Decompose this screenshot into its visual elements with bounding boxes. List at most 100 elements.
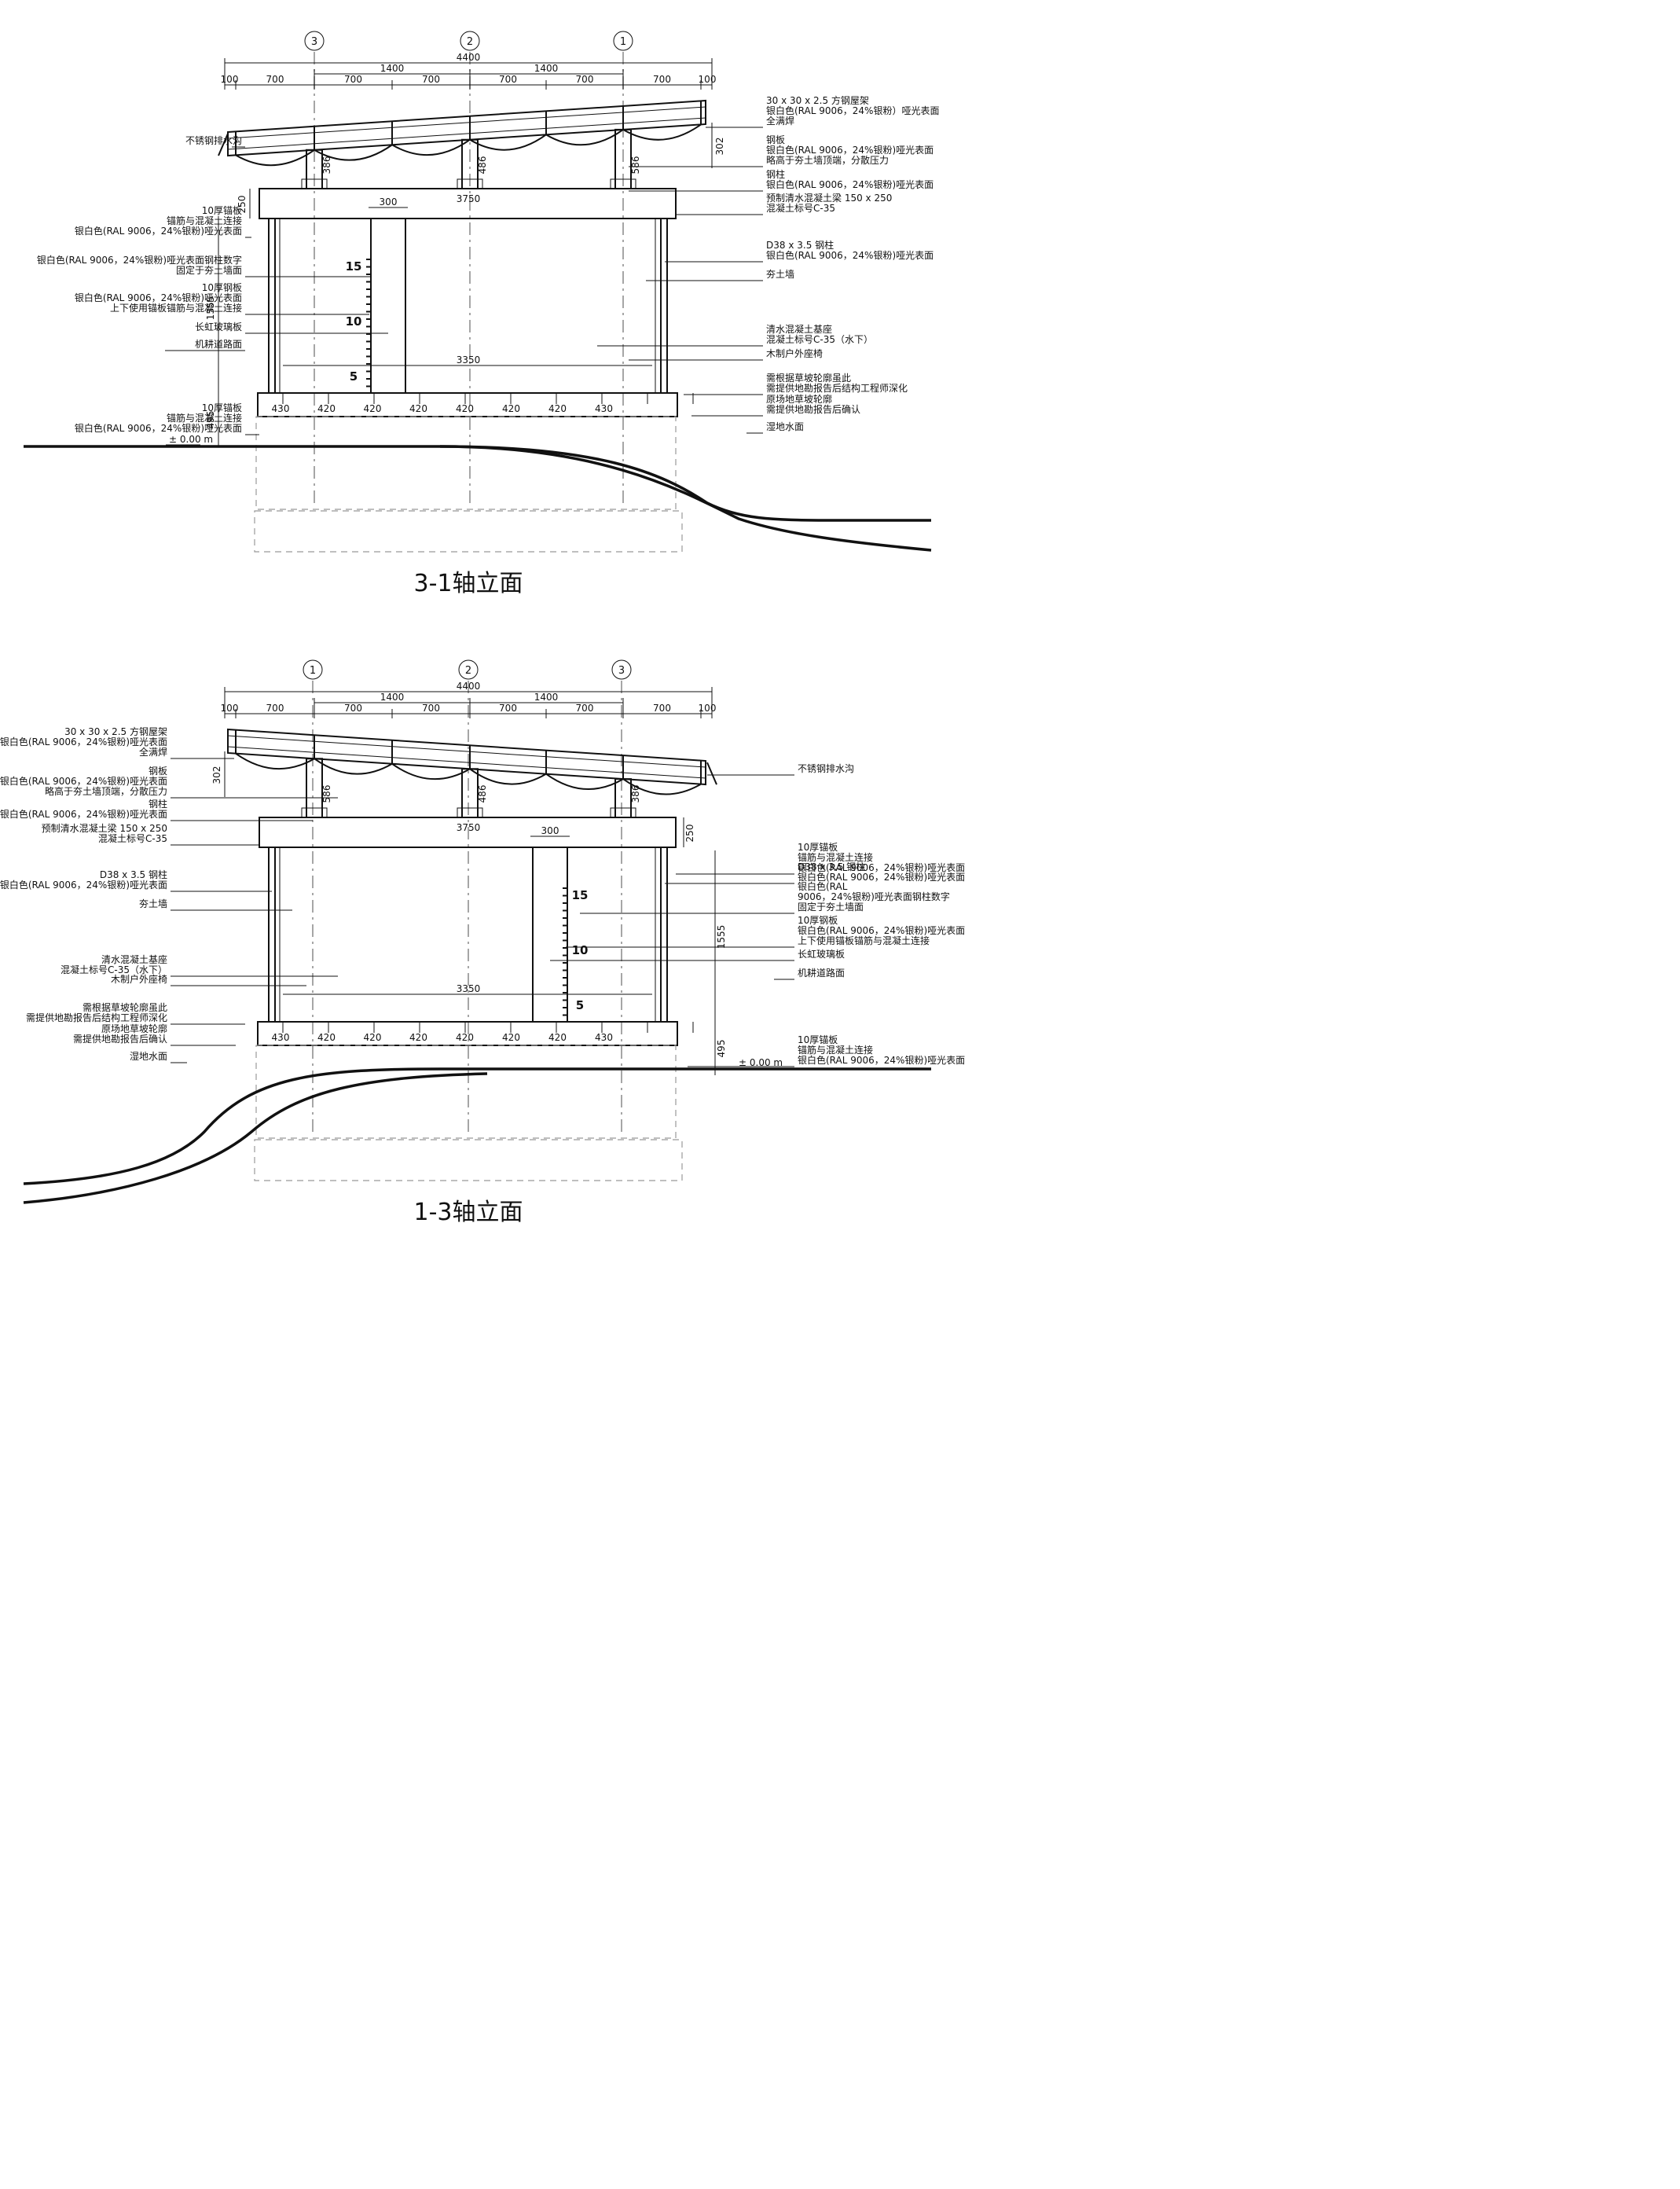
annotation: 10厚锚板锚筋与混凝土连接银白色(RAL 9006，24%银粉)哑光表面 — [798, 1034, 965, 1066]
dim-segment: 100 — [699, 703, 717, 714]
dim-overall: 4400 — [457, 52, 481, 63]
grid-label: 1 — [310, 665, 316, 677]
annotation-line: 机耕道路面 — [195, 338, 242, 350]
dim-column-height: 486 — [477, 785, 488, 803]
annotation-line: 10厚锚板 — [798, 841, 838, 853]
annotation-line: 钢柱 — [149, 798, 167, 810]
footing-hidden — [254, 510, 683, 553]
ribbed-glass-panel — [532, 847, 568, 1023]
annotation: 钢柱银白色(RAL 9006，24%银粉)哑光表面 — [766, 168, 934, 190]
level-mark: ± 0.00 m — [739, 1057, 783, 1068]
annotation-line: 木制户外座椅 — [766, 347, 823, 359]
annotation: 钢板银白色(RAL 9006，24%银粉)哑光表面略高于夯土墙顶端，分散压力 — [766, 134, 934, 166]
annotation-line: 混凝土标号C-35（水下） — [766, 333, 873, 345]
annotation: 木制户外座椅 — [111, 973, 167, 985]
dim-column-height: 386 — [321, 156, 332, 174]
annotation-line: 银白色(RAL 9006，24%银粉)哑光表面 — [0, 775, 167, 787]
annotation-line: 银白色(RAL 9006，24%银粉)哑光表面 — [75, 292, 242, 303]
ground-line — [23, 1067, 931, 1185]
annotation: 不锈钢排水沟 — [798, 763, 854, 774]
annotation-line: 需提供地勘报告后确认 — [766, 403, 860, 415]
grid-bubble — [460, 31, 480, 51]
annotation: 30 x 30 x 2.5 方钢屋架银白色(RAL 9006，24%银粉）哑光表… — [766, 94, 939, 127]
annotation-line: 银白色(RAL 9006，24%银粉)哑光表面 — [798, 861, 965, 873]
annotation-line: 锚筋与混凝土连接 — [798, 1044, 873, 1056]
annotation-line: 略高于夯土墙顶端，分散压力 — [45, 785, 167, 797]
dim-segment: 700 — [653, 74, 671, 85]
annotation: 机耕道路面 — [195, 338, 242, 350]
gauge-number: 5 — [576, 998, 584, 1012]
grid-bubble — [613, 31, 633, 51]
slope-profile-line — [439, 445, 932, 552]
annotation-line: 9006，24%银粉)哑光表面钢柱数字 — [798, 891, 950, 902]
dim-wall-length: 3350 — [457, 983, 481, 994]
dim-base-segment: 420 — [456, 403, 474, 414]
roof-truss-chord — [227, 106, 706, 139]
dim-beam-height: 250 — [237, 196, 248, 214]
annotation: 30 x 30 x 2.5 方钢屋架银白色(RAL 9006，24%银粉)哑光表… — [0, 725, 167, 758]
annotation-line: 木制户外座椅 — [111, 973, 167, 985]
dim-bay: 1400 — [380, 692, 405, 703]
dim-roof-frame: 302 — [714, 138, 725, 156]
end-steel-post — [268, 847, 276, 1023]
dim-column-height: 586 — [630, 156, 641, 174]
roof-truss — [227, 99, 706, 157]
drawing-title: 3-1轴立面 — [414, 570, 523, 597]
annotation-line: 原场地草坡轮廓 — [766, 393, 832, 405]
annotation-line: 10厚锚板 — [202, 204, 242, 216]
slope-profile-line — [23, 1072, 488, 1204]
annotation-line: 银白色(RAL 9006，24%银粉)哑光表面 — [798, 924, 965, 936]
dim-roof-frame: 302 — [211, 766, 222, 784]
annotation-line: 机耕道路面 — [798, 967, 845, 979]
annotation-line: 银白色(RAL 9006，24%银粉)哑光表面 — [0, 736, 167, 747]
annotation-line: 银白色(RAL 9006，24%银粉)哑光表面钢柱数字 — [37, 254, 242, 266]
gauge-number: 15 — [572, 888, 589, 902]
dim-base-segment: 430 — [272, 403, 290, 414]
annotation-line: 银白色(RAL 9006，24%银粉)哑光表面 — [766, 178, 934, 190]
annotation-line: 夯土墙 — [766, 269, 794, 280]
steel-column — [306, 758, 323, 818]
annotation: 10厚锚板锚筋与混凝土连接银白色(RAL 9006，24%银粉)哑光表面 — [75, 204, 242, 237]
dim-overall: 4400 — [457, 681, 481, 692]
annotation-line: 长虹玻璃板 — [195, 321, 242, 332]
gauge-number: 5 — [350, 369, 358, 384]
dim-segment: 700 — [266, 703, 284, 714]
dim-bay: 1400 — [534, 63, 559, 74]
dim-base-segment: 420 — [409, 403, 427, 414]
dim-segment: 100 — [221, 74, 239, 85]
annotation-line: 银白色(RAL 9006，24%银粉)哑光表面 — [75, 225, 242, 237]
grid-bubble — [458, 659, 479, 680]
annotation: D38 x 3.5 钢柱银白色(RAL 9006，24%银粉)哑光表面 — [798, 861, 965, 883]
annotation-line: 预制清水混凝土梁 150 x 250 — [766, 192, 892, 204]
annotation: 清水混凝土基座混凝土标号C-35（水下） — [61, 953, 167, 975]
annotation: 需根据草坡轮廓虽此需提供地勘报告后结构工程师深化 — [766, 372, 908, 394]
annotation-line: 需提供地勘报告后结构工程师深化 — [26, 1012, 167, 1023]
dim-column-height: 386 — [630, 785, 641, 803]
annotation-line: 钢板 — [766, 134, 785, 145]
dim-segment: 700 — [422, 74, 440, 85]
grid-label: 3 — [618, 665, 625, 677]
annotation-line: 清水混凝土基座 — [766, 323, 832, 335]
end-steel-post — [660, 847, 668, 1023]
ground-line — [24, 445, 931, 522]
roof-truss-chord — [227, 735, 706, 768]
gauge-number: 10 — [346, 314, 362, 329]
annotation-line: 银白色(RAL 9006，24%银粉）哑光表面 — [766, 105, 939, 116]
annotation-line: 长虹玻璃板 — [798, 949, 845, 960]
dim-segment: 700 — [576, 74, 594, 85]
annotation-line: 固定于夯土墙面 — [176, 264, 242, 276]
annotation-line: D38 x 3.5 钢柱 — [766, 239, 834, 251]
dim-base-segment: 420 — [409, 1032, 427, 1043]
level-mark: ± 0.00 m — [169, 434, 213, 445]
annotation-line: 银白色(RAL 9006，24%银粉)哑光表面 — [798, 871, 965, 883]
dim-beam-length: 3750 — [457, 193, 481, 204]
end-steel-post — [268, 218, 276, 394]
foundation-hidden — [255, 416, 677, 510]
annotation-line: 银白色(RAL 9006，24%银粉)哑光表面 — [798, 1054, 965, 1066]
annotation-line: 混凝土标号C-35 — [98, 832, 167, 844]
annotation-line: 10厚锚板 — [798, 1034, 838, 1045]
dim-wall-length: 3350 — [457, 354, 481, 365]
